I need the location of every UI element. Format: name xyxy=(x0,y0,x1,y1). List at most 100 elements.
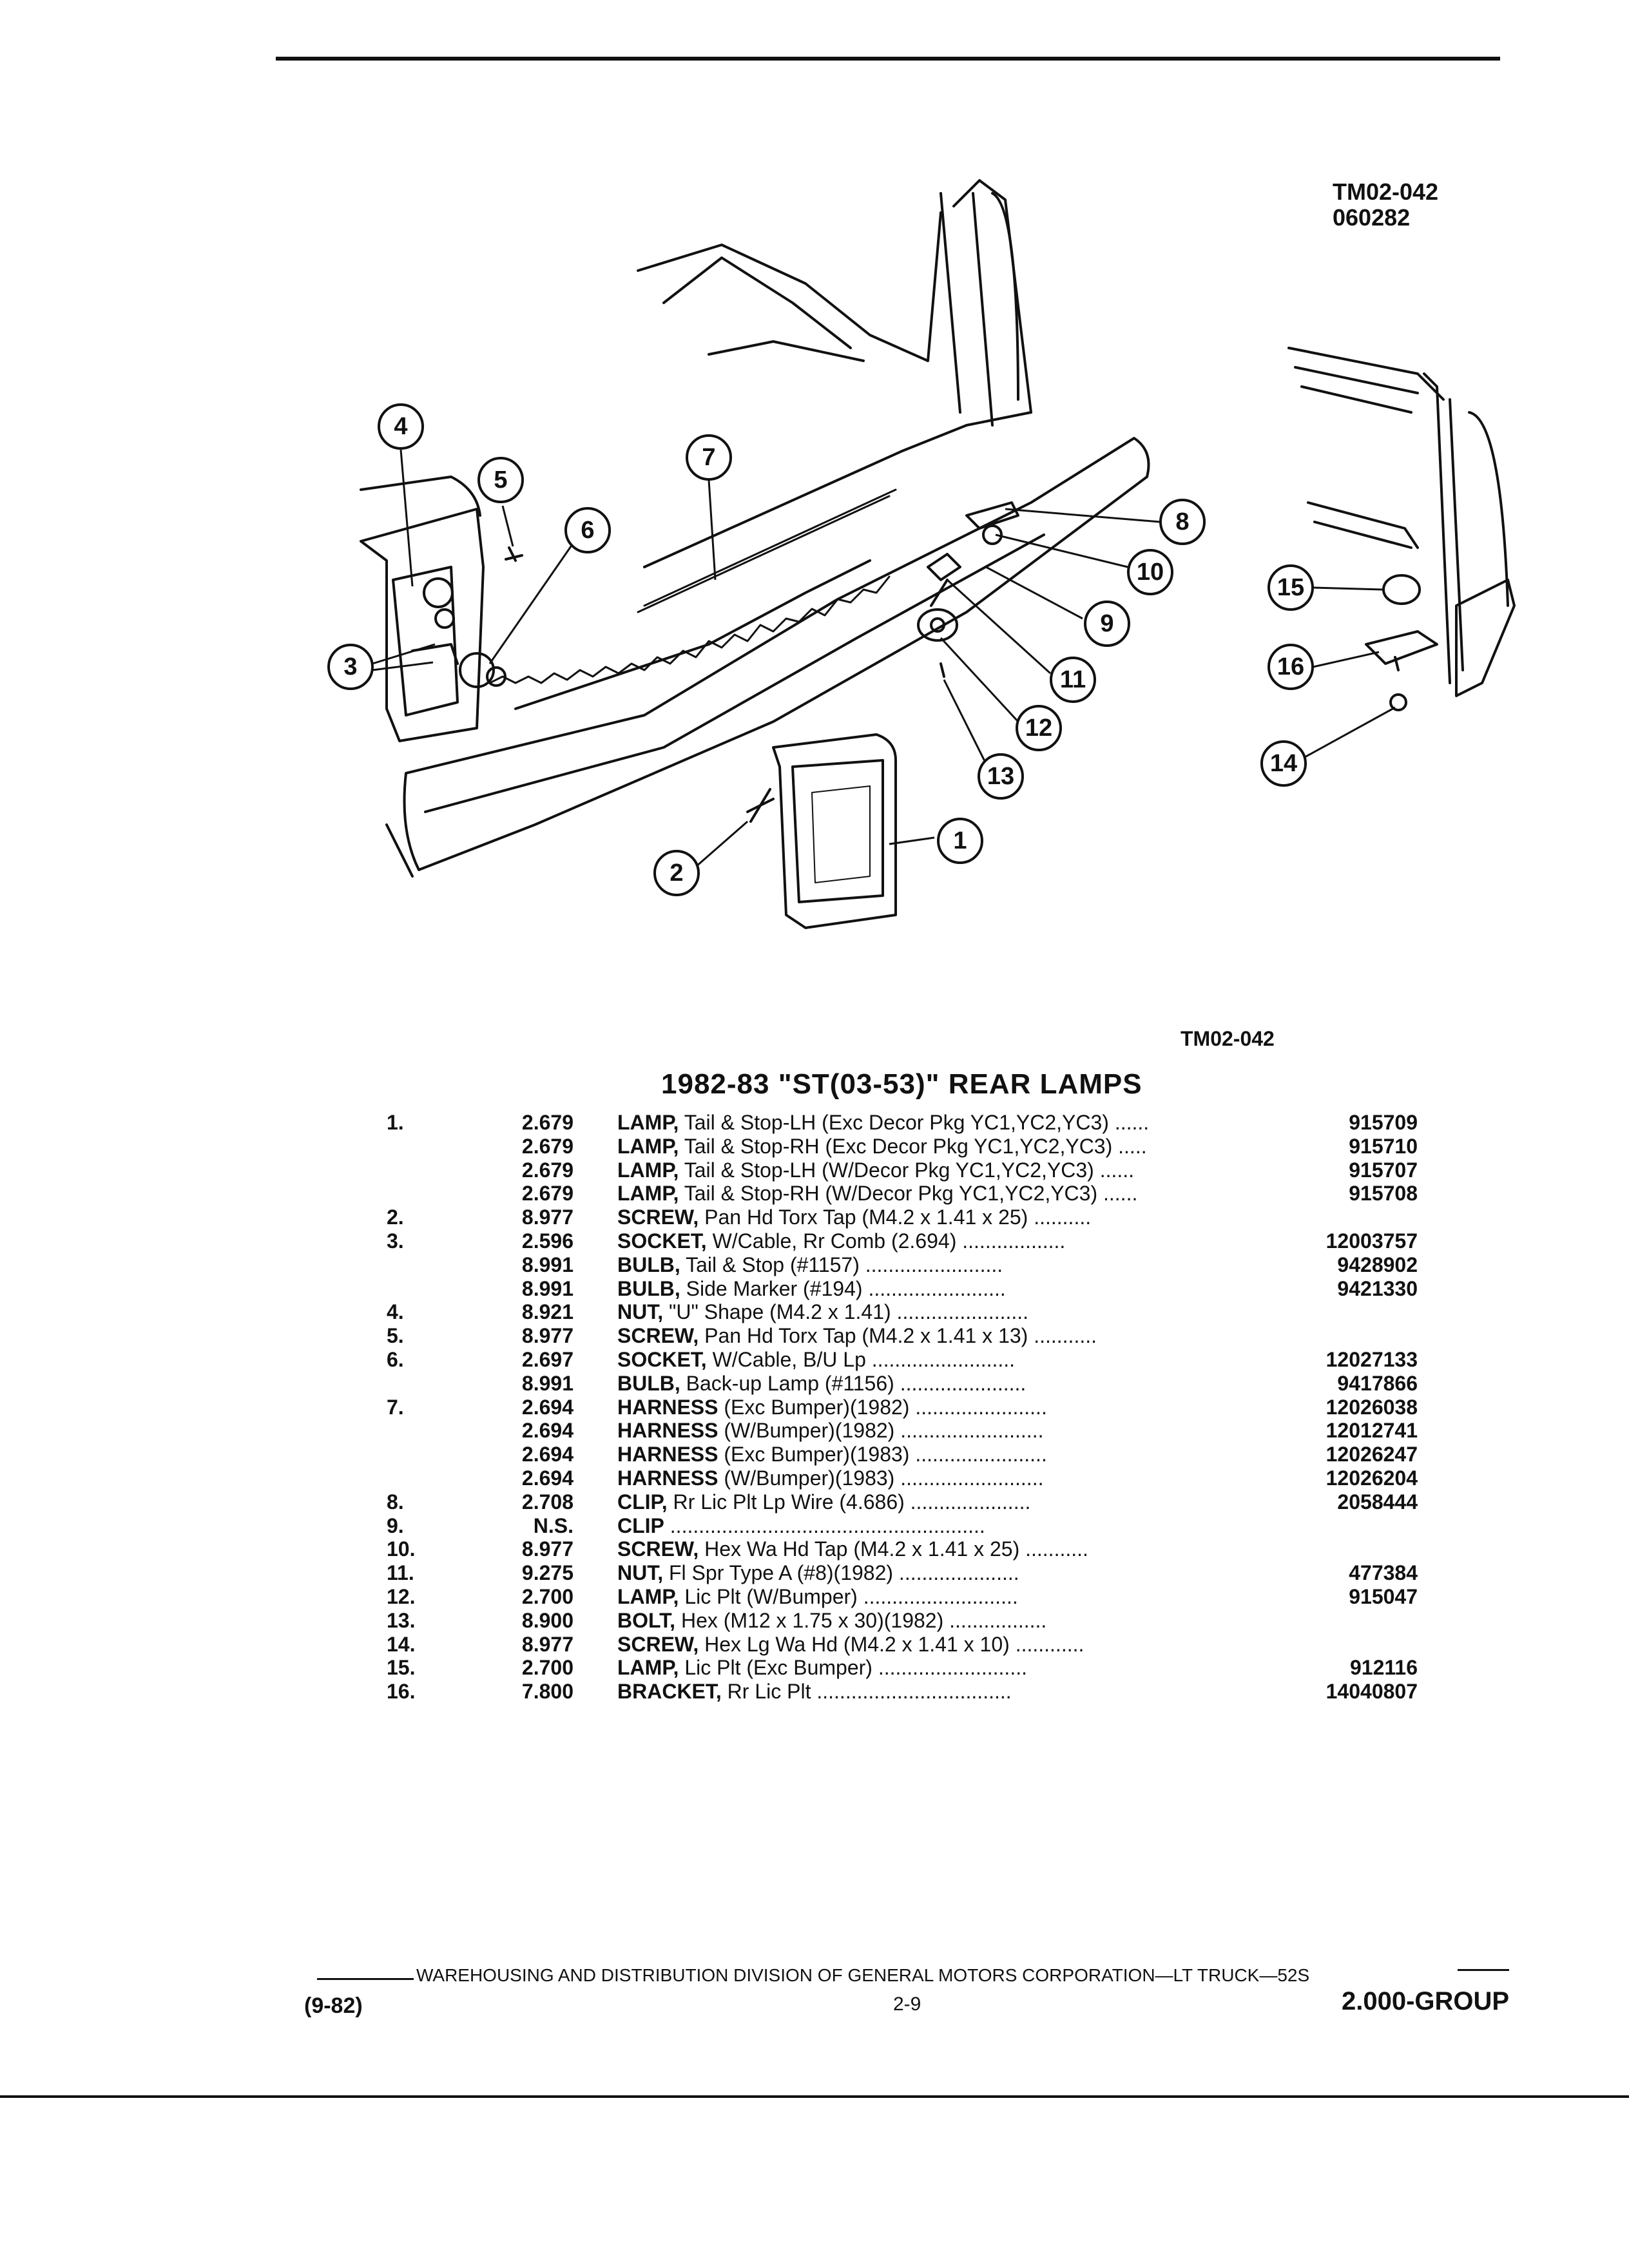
group-number: 8.900 xyxy=(521,1608,574,1632)
item-number: 8. xyxy=(387,1490,404,1514)
part-name: CLIP xyxy=(617,1514,664,1537)
part-name: BULB, xyxy=(617,1253,680,1276)
part-number: 915707 xyxy=(1349,1158,1418,1182)
top-rule xyxy=(276,57,1500,61)
callout-4 xyxy=(378,403,424,450)
part-name: LAMP, xyxy=(617,1182,679,1206)
part-number: 14040807 xyxy=(1325,1680,1418,1704)
item-number: 4. xyxy=(387,1300,404,1324)
item-number: 3. xyxy=(387,1229,404,1253)
part-detail: Pan Hd Torx Tap (M4.2 x 1.41 x 25) .....… xyxy=(699,1206,1092,1229)
parts-row: 9. N.S. CLIP .............................… xyxy=(387,1514,1418,1538)
svg-text:10: 10 xyxy=(1137,559,1164,586)
group-number: 8.921 xyxy=(521,1300,574,1324)
item-number: 15. xyxy=(387,1656,416,1680)
part-name: SOCKET, xyxy=(617,1229,707,1253)
part-description: BRACKET, Rr Lic Plt ....................… xyxy=(617,1680,1629,1703)
part-description: HARNESS (W/Bumper)(1983) ...............… xyxy=(617,1466,1629,1490)
part-number: 12012741 xyxy=(1325,1419,1418,1443)
item-number: 16. xyxy=(387,1680,416,1704)
part-name: LAMP, xyxy=(617,1158,679,1182)
part-number: 915047 xyxy=(1349,1584,1418,1608)
part-name: BOLT, xyxy=(617,1608,676,1632)
group-number: 8.977 xyxy=(521,1206,574,1229)
part-description: NUT, "U" Shape (M4.2 x 1.41) ...........… xyxy=(617,1300,1629,1323)
part-description: SCREW, Pan Hd Torx Tap (M4.2 x 1.41 x 13… xyxy=(617,1324,1629,1347)
callout-11 xyxy=(1050,657,1096,703)
diagram-caption: TM02-042 xyxy=(1181,1027,1275,1050)
callout-1 xyxy=(937,818,983,864)
group-number: 2.679 xyxy=(521,1134,574,1158)
callout-9 xyxy=(1084,601,1130,647)
svg-text:11: 11 xyxy=(1060,666,1086,693)
part-number: 12027133 xyxy=(1325,1347,1418,1371)
drawing-date: 060282 xyxy=(1333,204,1411,231)
part-detail: Side Marker (#194) .....................… xyxy=(680,1276,1006,1300)
drawing-number: TM02-042 xyxy=(1333,178,1439,205)
callout-7 xyxy=(686,434,732,481)
footer-credit-line: WAREHOUSING AND DISTRIBUTION DIVISION OF… xyxy=(416,1965,1310,1985)
group-number: 8.991 xyxy=(521,1371,574,1395)
group-number: 2.694 xyxy=(521,1466,574,1490)
part-name: HARNESS xyxy=(617,1419,718,1443)
part-number: 9417866 xyxy=(1337,1371,1418,1395)
part-number: 915709 xyxy=(1349,1111,1418,1134)
part-number: 12026038 xyxy=(1325,1395,1418,1419)
part-description: LAMP, Tail & Stop-RH (Exc Decor Pkg YC1,… xyxy=(617,1135,1629,1158)
part-description: SCREW, Hex Lg Wa Hd (M4.2 x 1.41 x 10) .… xyxy=(617,1633,1629,1656)
part-detail: Tail & Stop-RH (W/Decor Pkg YC1,YC2,YC3)… xyxy=(679,1182,1138,1206)
callout-8 xyxy=(1159,499,1206,545)
part-name: HARNESS xyxy=(617,1443,718,1466)
part-description: CLIP ...................................… xyxy=(617,1514,1629,1537)
part-name: HARNESS xyxy=(617,1395,718,1419)
part-number: 9428902 xyxy=(1337,1253,1418,1276)
part-description: SOCKET, W/Cable, Rr Comb (2.694) .......… xyxy=(617,1229,1629,1253)
part-detail: W/Cable, B/U Lp ........................… xyxy=(706,1347,1016,1371)
svg-text:2: 2 xyxy=(670,860,683,887)
part-detail: Tail & Stop-RH (Exc Decor Pkg YC1,YC2,YC… xyxy=(679,1134,1147,1158)
part-description: HARNESS (Exc Bumper)(1983) .............… xyxy=(617,1443,1629,1466)
item-number: 12. xyxy=(387,1584,416,1608)
callout-12 xyxy=(1016,705,1062,751)
part-description: NUT, Fl Spr Type A (#8)(1982) ..........… xyxy=(617,1561,1629,1584)
part-name: SCREW, xyxy=(617,1324,699,1348)
part-name: NUT, xyxy=(617,1561,664,1585)
part-description: BULB, Tail & Stop (#1157) ..............… xyxy=(617,1253,1629,1276)
item-number: 1. xyxy=(387,1111,404,1134)
group-number: 7.800 xyxy=(521,1680,574,1704)
group-number: 8.991 xyxy=(521,1276,574,1300)
item-number: 14. xyxy=(387,1632,416,1656)
group-number: N.S. xyxy=(533,1514,574,1537)
part-number: 912116 xyxy=(1349,1656,1418,1680)
part-detail: Lic Plt (Exc Bumper) ...................… xyxy=(679,1656,1027,1680)
part-detail: ........................................… xyxy=(664,1514,985,1537)
group-number: 8.977 xyxy=(521,1632,574,1656)
part-detail: (Exc Bumper)(1983) .....................… xyxy=(718,1443,1047,1466)
part-description: LAMP, Tail & Stop-LH (W/Decor Pkg YC1,YC… xyxy=(617,1158,1629,1182)
svg-text:4: 4 xyxy=(394,413,407,440)
svg-text:8: 8 xyxy=(1175,508,1189,535)
part-number: 2058444 xyxy=(1337,1490,1418,1514)
callout-6 xyxy=(564,507,611,553)
svg-text:15: 15 xyxy=(1277,574,1304,601)
part-detail: Rr Lic Plt Lp Wire (4.686) .............… xyxy=(667,1490,1031,1514)
group-number: 2.700 xyxy=(521,1656,574,1680)
part-name: LAMP, xyxy=(617,1584,679,1608)
item-number: 9. xyxy=(387,1514,404,1537)
group-number: 2.679 xyxy=(521,1158,574,1182)
group-number: 9.275 xyxy=(521,1561,574,1585)
item-number: 2. xyxy=(387,1206,404,1229)
svg-text:1: 1 xyxy=(953,827,967,854)
part-description: BOLT, Hex (M12 x 1.75 x 30)(1982) ......… xyxy=(617,1609,1629,1632)
part-number: 12026204 xyxy=(1325,1466,1418,1490)
